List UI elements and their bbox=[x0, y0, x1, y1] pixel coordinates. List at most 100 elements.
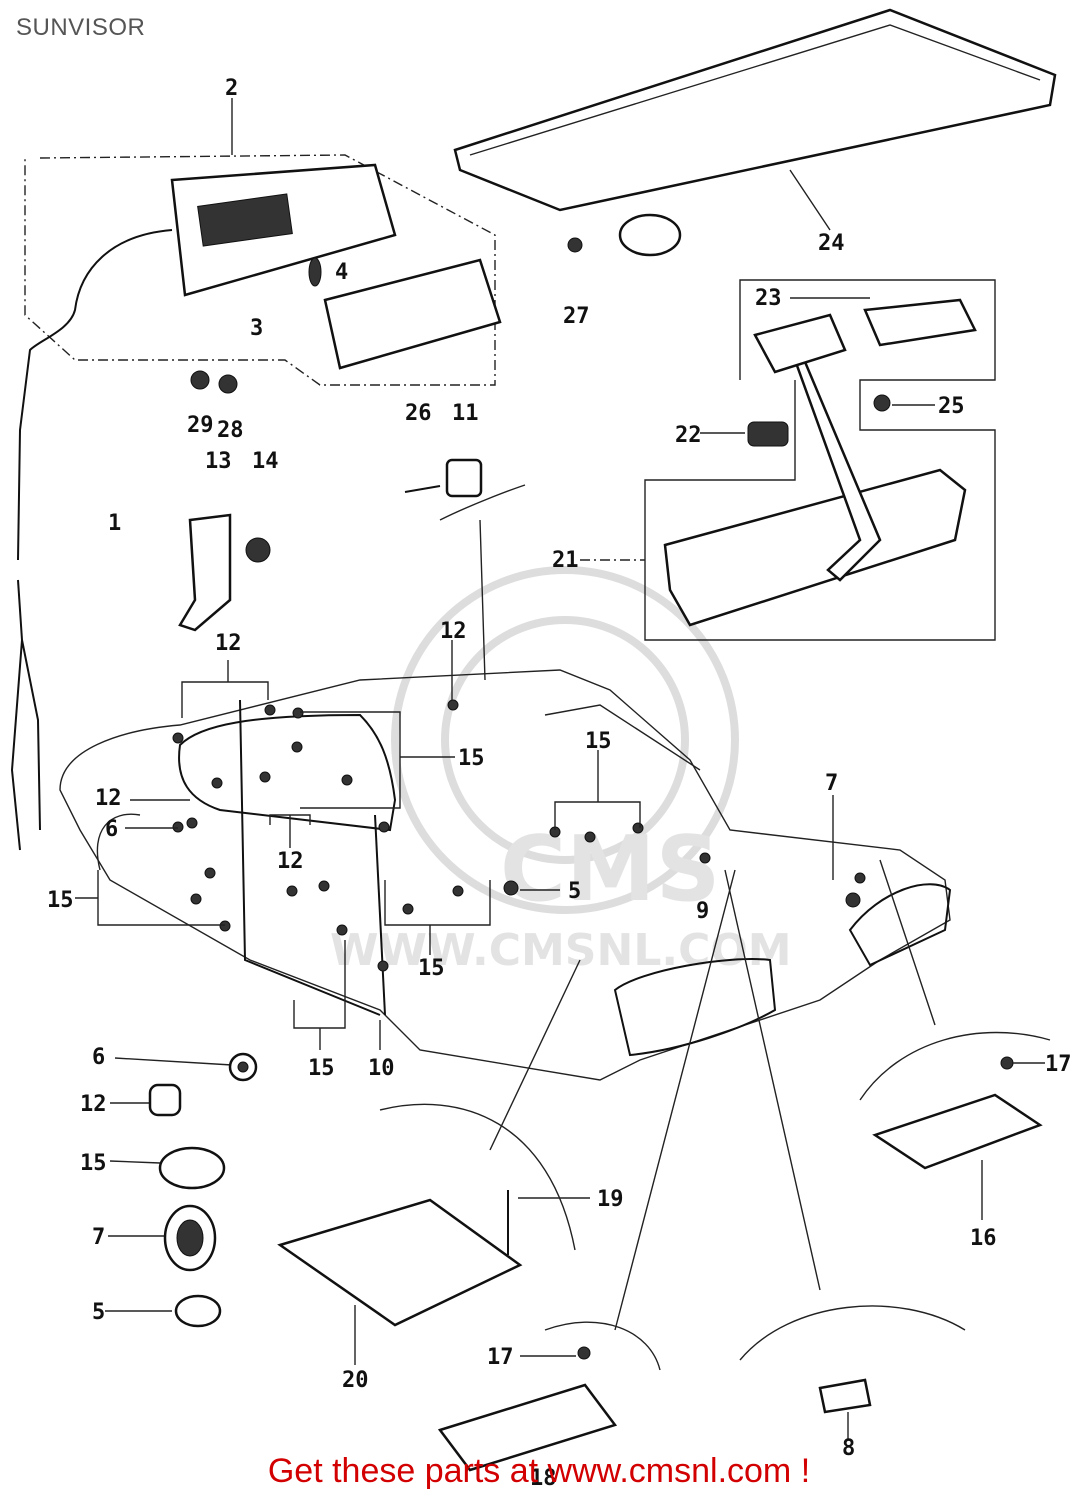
plug bbox=[172, 821, 184, 833]
lamp-contacts bbox=[197, 193, 293, 247]
arc-18 bbox=[544, 1321, 661, 1371]
mirror-base-23 bbox=[753, 313, 847, 374]
callout-15-left: 15 bbox=[47, 888, 74, 913]
plug bbox=[318, 880, 330, 892]
callout-17-lower: 17 bbox=[487, 1345, 514, 1370]
callout-12: 12 bbox=[80, 1092, 107, 1117]
watermark-inner-ring bbox=[441, 616, 689, 864]
bracket-12-top bbox=[181, 681, 269, 718]
plug bbox=[336, 924, 348, 936]
callout-11: 11 bbox=[452, 401, 479, 426]
rearview-mirror bbox=[663, 468, 967, 627]
sunvisor bbox=[453, 8, 1057, 257]
panel-20 bbox=[277, 1198, 523, 1327]
washer-6-hole bbox=[237, 1061, 249, 1073]
plug bbox=[845, 892, 861, 908]
body-outline bbox=[59, 669, 951, 1081]
plug bbox=[632, 822, 644, 834]
plug bbox=[172, 732, 184, 744]
watermark-logo-text: CMS bbox=[500, 817, 720, 922]
footer-link-text[interactable]: Get these parts at www.cmsnl.com ! bbox=[267, 1452, 811, 1490]
plug bbox=[190, 893, 202, 905]
tail-lamp-right bbox=[848, 883, 952, 967]
callout-4: 4 bbox=[335, 260, 348, 285]
callout-12-upper: 12 bbox=[440, 619, 467, 644]
plug bbox=[219, 920, 231, 932]
watermark: CMS WWW.CMSNL.COM bbox=[330, 566, 792, 976]
leader-11-down bbox=[479, 519, 486, 681]
callout-12-top: 12 bbox=[215, 631, 242, 656]
sunvisor-panel bbox=[453, 8, 1057, 212]
nut-28 bbox=[218, 374, 238, 394]
callout-6: 6 bbox=[92, 1045, 105, 1070]
plug bbox=[699, 852, 711, 864]
callout-23: 23 bbox=[755, 286, 782, 311]
lower-panels bbox=[277, 859, 1051, 1472]
grommet-7-hole bbox=[176, 1219, 204, 1257]
callout-20: 20 bbox=[342, 1368, 369, 1393]
fastener-legend bbox=[105, 1052, 258, 1328]
plug bbox=[584, 831, 596, 843]
screw-17-right bbox=[1000, 1056, 1014, 1070]
plug bbox=[264, 704, 276, 716]
bracket-15-lower bbox=[384, 880, 491, 926]
callout-29: 29 bbox=[187, 413, 214, 438]
callout-7: 7 bbox=[92, 1225, 105, 1250]
door-opening bbox=[239, 699, 381, 1016]
callout-28: 28 bbox=[217, 418, 244, 443]
plug-5 bbox=[174, 1294, 222, 1328]
callout-5: 5 bbox=[92, 1300, 105, 1325]
clip-22 bbox=[747, 421, 789, 447]
callout-2: 2 bbox=[225, 76, 238, 101]
callout-8: 8 bbox=[842, 1436, 855, 1461]
clip-12 bbox=[148, 1083, 182, 1117]
mirror-group bbox=[580, 279, 996, 641]
arc-8 bbox=[739, 1305, 966, 1361]
callout-10: 10 bbox=[368, 1056, 395, 1081]
callout-16: 16 bbox=[970, 1226, 997, 1251]
callout-27: 27 bbox=[563, 304, 590, 329]
screw-17-lower bbox=[577, 1346, 591, 1360]
mirror-group-boundary bbox=[644, 279, 996, 641]
body-plugs bbox=[172, 699, 866, 972]
plug bbox=[259, 771, 271, 783]
callout-12-mid: 12 bbox=[277, 849, 304, 874]
b-pillar bbox=[374, 814, 386, 1016]
plug bbox=[854, 872, 866, 884]
small-parts-upper bbox=[178, 458, 526, 681]
screw-25 bbox=[873, 394, 891, 412]
leader-16-up bbox=[879, 859, 936, 1026]
callout-5-body: 5 bbox=[568, 879, 581, 904]
callout-3: 3 bbox=[250, 316, 263, 341]
callout-7-top: 7 bbox=[825, 771, 838, 796]
plug bbox=[377, 960, 389, 972]
bracket-15-left bbox=[97, 870, 225, 926]
callout-15-right: 15 bbox=[585, 729, 612, 754]
leader-8-up bbox=[724, 869, 821, 1291]
callout-19: 19 bbox=[597, 1187, 624, 1212]
callout-14: 14 bbox=[252, 449, 279, 474]
plug bbox=[291, 741, 303, 753]
plug bbox=[341, 774, 353, 786]
callout-1: 1 bbox=[108, 511, 121, 536]
callout-18: 18 bbox=[530, 1466, 557, 1491]
callout-25: 25 bbox=[938, 394, 965, 419]
arc-20 bbox=[379, 1103, 576, 1251]
plug bbox=[211, 777, 223, 789]
callout-15-lower: 15 bbox=[418, 956, 445, 981]
callout-12-left: 12 bbox=[95, 786, 122, 811]
sunvisor-bracket bbox=[618, 213, 682, 257]
dome-lamp-assembly bbox=[10, 98, 502, 851]
bracket-13 bbox=[178, 513, 232, 632]
screw-27 bbox=[567, 237, 583, 253]
callout-26: 26 bbox=[405, 401, 432, 426]
pad-8 bbox=[818, 1378, 872, 1414]
plug bbox=[292, 707, 304, 719]
callout-15-upper: 15 bbox=[458, 746, 485, 771]
car-body bbox=[59, 669, 952, 1081]
mirror-cover-23 bbox=[863, 298, 977, 347]
callout-15-bottom: 15 bbox=[308, 1056, 335, 1081]
panel-18 bbox=[437, 1383, 618, 1472]
wheel-arch bbox=[96, 813, 141, 871]
lamp-bulb bbox=[308, 257, 322, 287]
